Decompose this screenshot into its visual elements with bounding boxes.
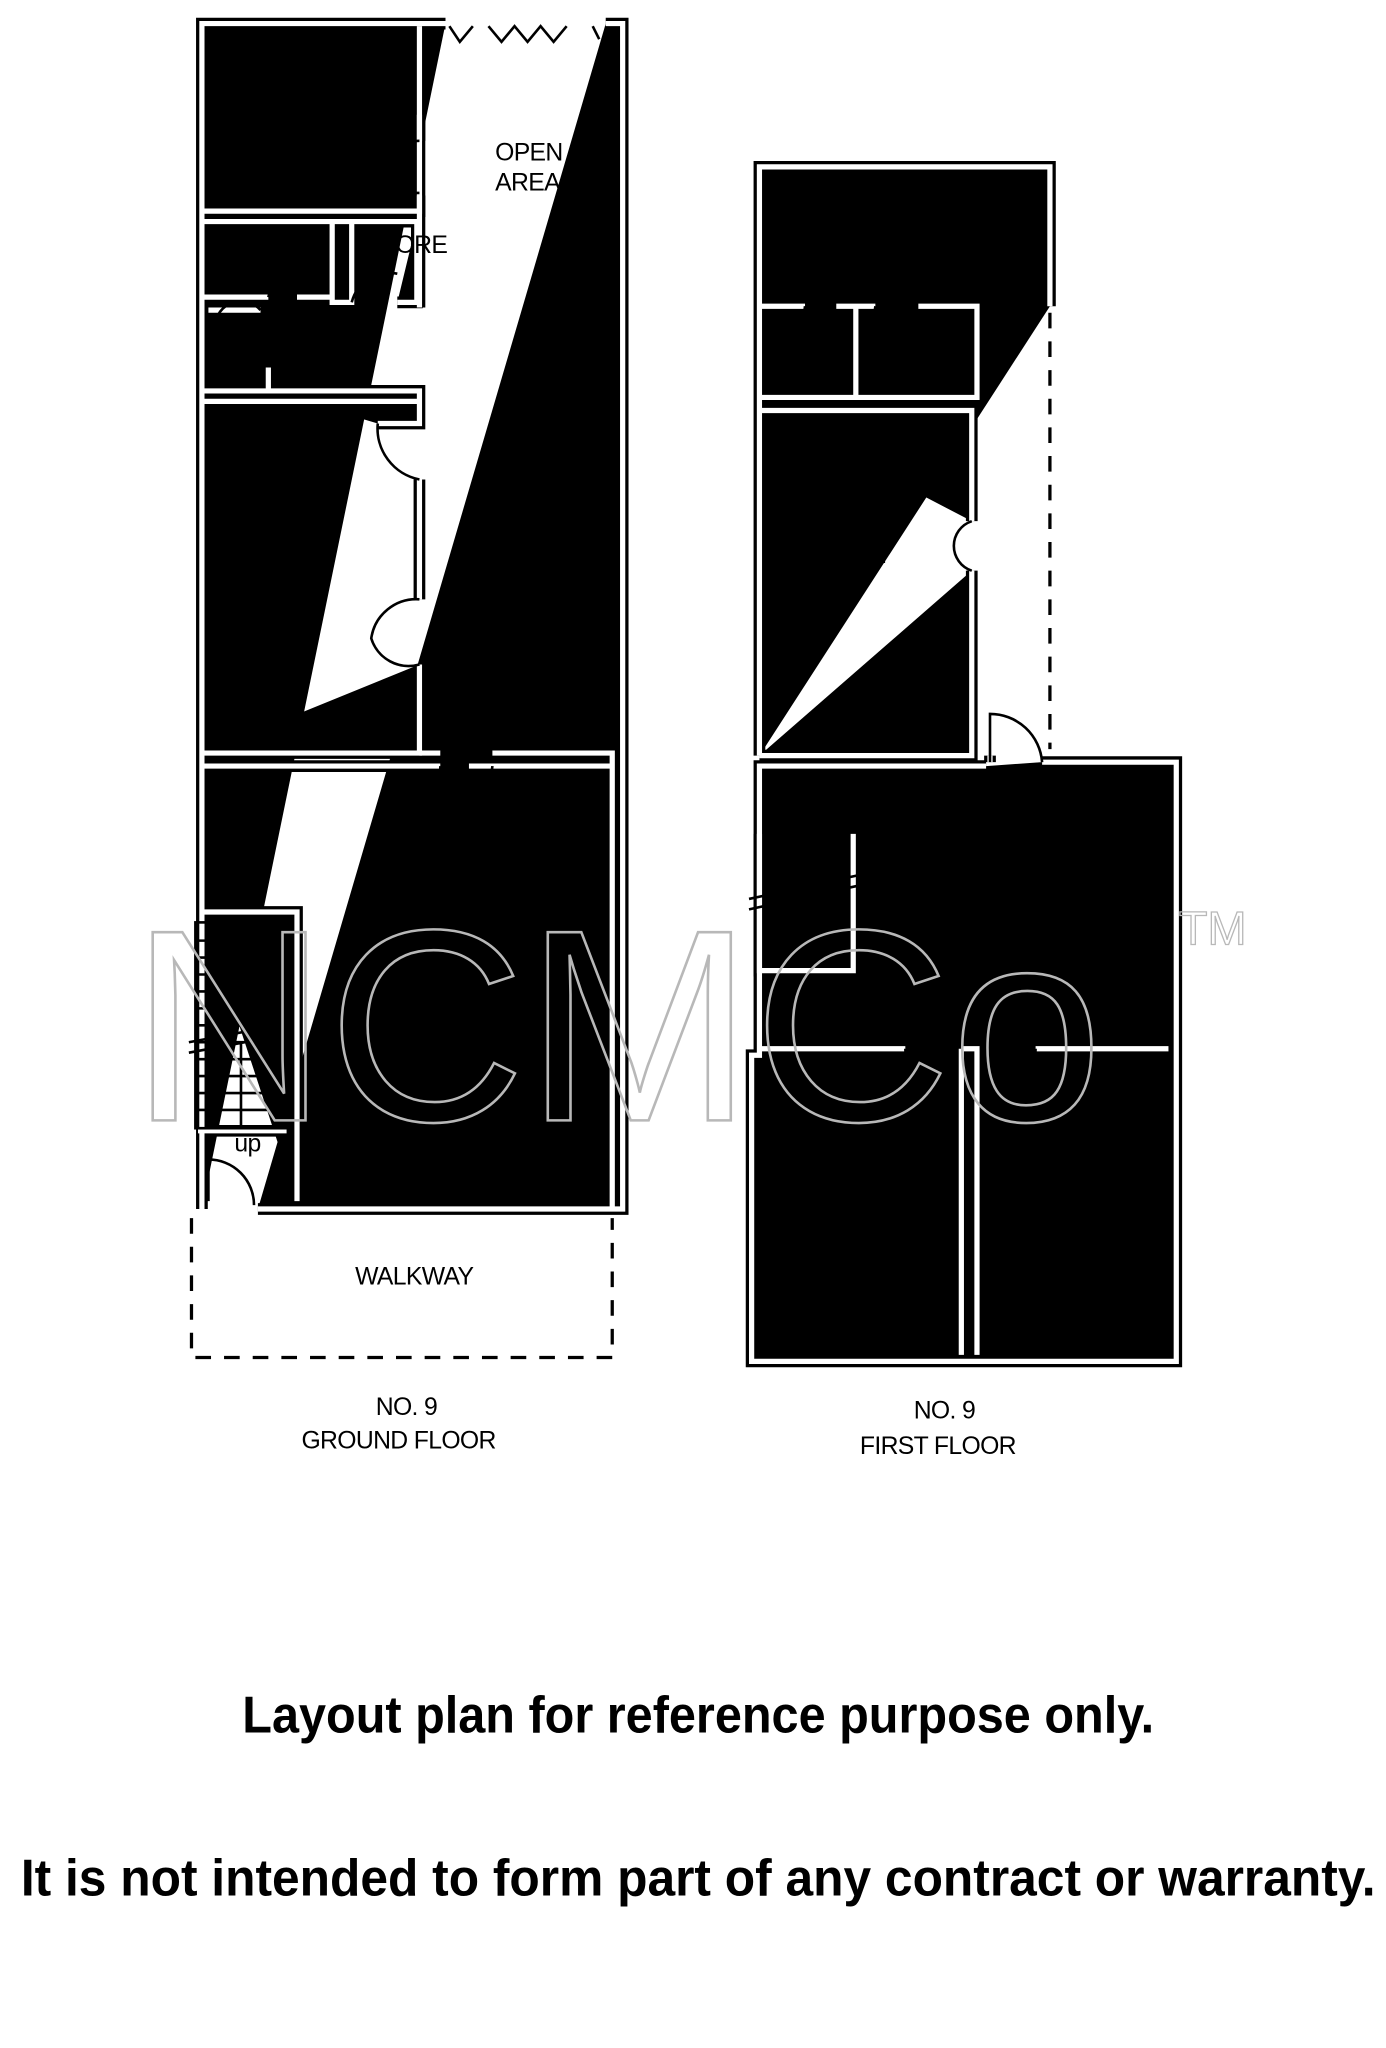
label-area: AREA [495,169,561,196]
label-pantry: PANTRY [862,224,956,251]
staircase-ground [188,921,294,1130]
label-room: ROOM [1026,1200,1100,1227]
disclaimer-line-1: Layout plan for reference purpose only. [242,1687,1154,1745]
caption-ground-floor: GROUND FLOOR [301,1428,495,1455]
watermark-tm: TM [1179,903,1247,955]
label-wc: WC [212,333,252,360]
watermark-text: NCMCo [130,872,1103,1178]
label-bath: BATH [239,242,301,269]
label-shop-area: SHOP AREA [397,901,535,928]
label-wc: WC [790,344,830,371]
disclaimer-line-2: It is not intended to form part of any c… [21,1849,1376,1907]
label-bath: BATH [902,339,964,366]
label-walkway: WALKWAY [355,1264,473,1291]
label-room: ROOM [252,537,326,564]
caption-first-floor: FIRST FLOOR [860,1433,1016,1460]
label-room: ROOM [824,1188,898,1215]
ground-floor-plan: ROOM OPEN AREA BATH STORE WC ROOM SHOP A… [188,24,623,1455]
label-store: STORE [366,232,448,259]
caption-no: NO. 9 [376,1394,437,1421]
label-room: ROOM [812,542,886,569]
label-up: up [234,1131,260,1158]
label-open: OPEN [495,139,563,166]
staircase-first [748,833,858,967]
label-dn: dn [802,800,828,827]
watermark: NCMCo TM [129,871,1247,1180]
first-floor-plan: PANTRY WC BATH ROOM dn LIVING ROOM ROOM … [749,167,1176,1460]
caption-no: NO. 9 [914,1398,975,1425]
label-living: LIVING [964,908,1041,935]
label-room: ROOM [273,107,347,134]
